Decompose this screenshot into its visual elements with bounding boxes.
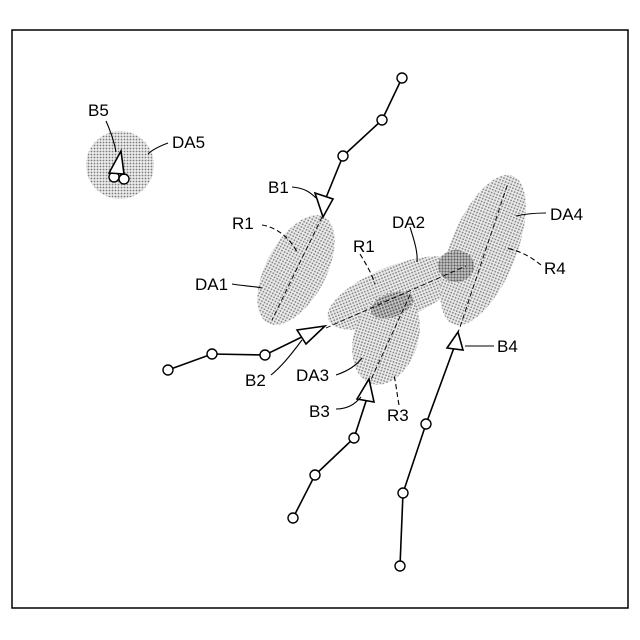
label-b4: B4: [497, 337, 518, 356]
label-da2: DA2: [392, 213, 425, 232]
label-da4: DA4: [550, 205, 583, 224]
node: [163, 365, 173, 375]
node: [398, 488, 408, 498]
node: [288, 513, 298, 523]
node: [395, 561, 405, 571]
node: [338, 151, 348, 161]
label-r4: R4: [544, 259, 566, 278]
label-r3: R3: [387, 406, 409, 425]
overlap-da2-da4: [438, 250, 474, 282]
label-r1-b: R1: [353, 237, 375, 256]
label-da3: DA3: [296, 366, 329, 385]
label-da5: DA5: [172, 133, 205, 152]
node: [349, 433, 359, 443]
label-da1: DA1: [195, 275, 228, 294]
node: [421, 419, 431, 429]
label-b3: B3: [309, 402, 330, 421]
label-b1: B1: [268, 178, 289, 197]
label-b2: B2: [245, 371, 266, 390]
node: [397, 73, 407, 83]
node: [377, 115, 387, 125]
node: [260, 350, 270, 360]
node: [310, 470, 320, 480]
label-b5: B5: [88, 101, 109, 120]
node: [207, 349, 217, 359]
label-r1-a: R1: [232, 214, 254, 233]
node: [119, 174, 129, 184]
